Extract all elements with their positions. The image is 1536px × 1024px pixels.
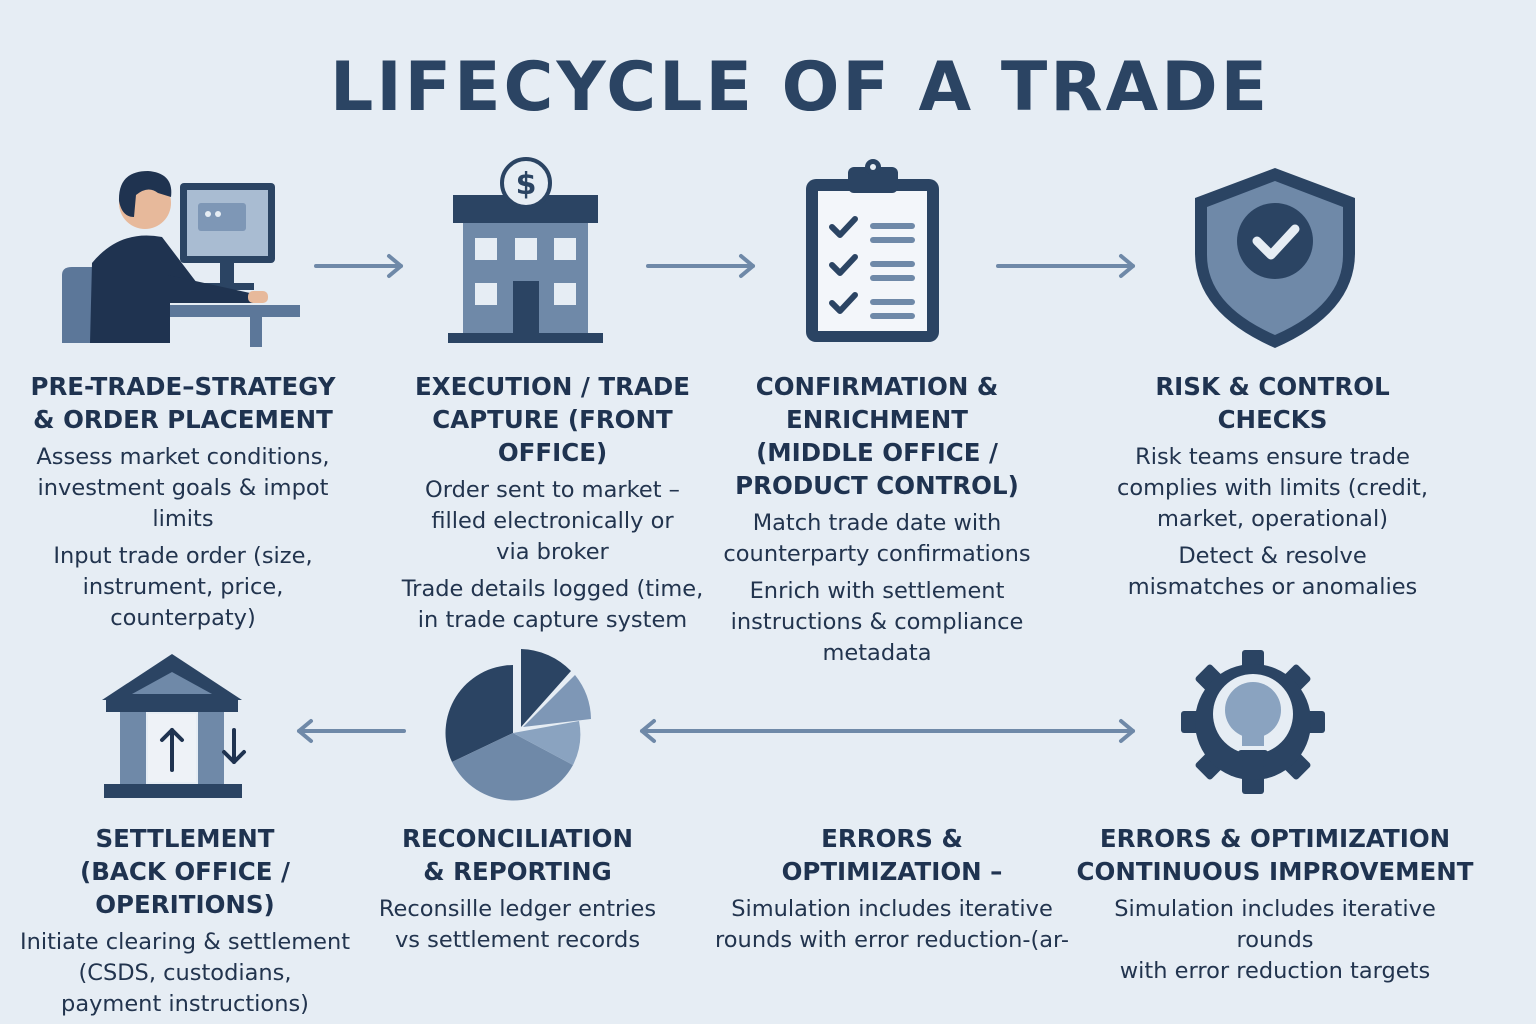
pie-chart-icon: [445, 649, 591, 801]
checklist-clipboard-icon: [806, 159, 939, 342]
arrow-left: [297, 719, 406, 743]
step-description-2: Input trade order (size, instrument, pri…: [53, 543, 313, 631]
step-description: Initiate clearing & settlement (CSDS, cu…: [19, 929, 351, 1017]
step-continuous-improvement: ERRORS & OPTIMIZATION CONTINUOUS IMPROVE…: [1075, 822, 1475, 987]
step-description-2: Trade details logged (time, in trade cap…: [401, 576, 704, 633]
step-pre-trade: PRE-TRADE–STRATEGY & ORDER PLACEMENT Ass…: [18, 370, 348, 634]
arrow-right-1: [314, 254, 403, 278]
step-reconciliation: RECONCILIATION & REPORTING Reconsille le…: [370, 822, 665, 956]
step-description: Reconsille ledger entries vs settlement …: [378, 896, 657, 953]
arrow-bidirectional: [640, 719, 1135, 743]
step-heading: RECONCILIATION & REPORTING: [402, 824, 633, 886]
trader-at-computer-icon: [62, 171, 300, 347]
step-heading: ERRORS & OPTIMIZATION CONTINUOUS IMPROVE…: [1076, 824, 1474, 886]
bank-building-dollar-icon: $: [448, 157, 603, 343]
shield-check-icon: [1195, 168, 1355, 348]
step-description: Simulation includes iterative rounds wit…: [715, 896, 1069, 953]
step-heading: EXECUTION / TRADE CAPTURE (FRONT OFFICE): [414, 372, 690, 467]
step-heading: RISK & CONTROL CHECKS: [1155, 372, 1390, 434]
step-description: Assess market conditions, investment goa…: [36, 444, 330, 532]
step-description: Order sent to market – filled electronic…: [425, 477, 680, 565]
step-execution: EXECUTION / TRADE CAPTURE (FRONT OFFICE)…: [380, 370, 725, 636]
step-heading: PRE-TRADE–STRATEGY & ORDER PLACEMENT: [30, 372, 336, 434]
arrow-right-2: [646, 254, 755, 278]
page-title: LIFECYCLE OF A TRADE: [330, 48, 1271, 127]
step-heading: ERRORS & OPTIMIZATION –: [781, 824, 1003, 886]
step-description-2: Enrich with settlement instructions & co…: [730, 578, 1024, 666]
step-settlement: SETTLEMENT (BACK OFFICE / OPERITIONS) In…: [10, 822, 360, 1020]
step-risk-control: RISK & CONTROL CHECKS Risk teams ensure …: [1100, 370, 1445, 603]
step-heading: SETTLEMENT (BACK OFFICE / OPERITIONS): [80, 824, 290, 919]
step-confirmation: CONFIRMATION & ENRICHMENT (MIDDLE OFFICE…: [712, 370, 1042, 669]
step-description: Risk teams ensure trade complies with li…: [1116, 444, 1429, 532]
gear-lightbulb-icon: [1181, 650, 1325, 794]
step-description: Simulation includes iterative rounds wit…: [1114, 896, 1436, 984]
step-description-2: Detect & resolve mismatches or anomalies: [1127, 543, 1418, 600]
step-errors-optimization: ERRORS & OPTIMIZATION – Simulation inclu…: [712, 822, 1072, 956]
svg-text:$: $: [516, 167, 537, 202]
institution-transfer-icon: [102, 654, 246, 798]
step-heading: CONFIRMATION & ENRICHMENT (MIDDLE OFFICE…: [735, 372, 1019, 500]
step-description: Match trade date with counterparty confi…: [723, 510, 1031, 567]
arrow-right-3: [996, 254, 1135, 278]
